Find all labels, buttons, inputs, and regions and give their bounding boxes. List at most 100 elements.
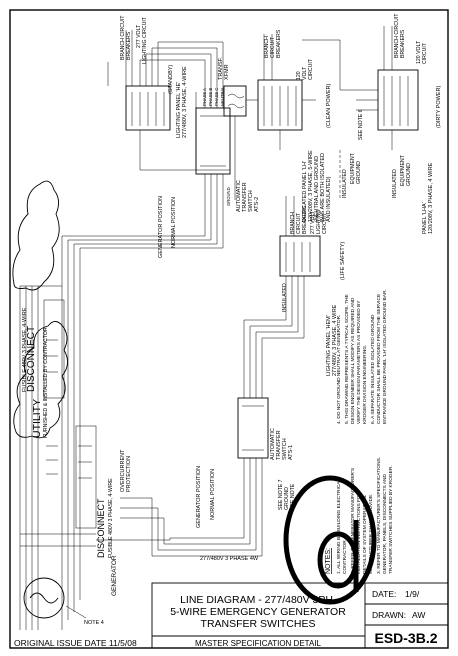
transformer-box	[223, 85, 247, 117]
disconnect-bottom-label: DISCONNECT	[96, 498, 106, 558]
panel-clean-rating-3: BUS ARE BOTH ISOLATED	[320, 153, 326, 222]
panel-dirty-equip-2: GROUND	[406, 163, 412, 186]
utility-sub: FURNISHED & INSTALLED BY CONTRACTOR	[43, 327, 49, 438]
sheet-number: ESD-3B.2	[374, 630, 437, 646]
ats-standby-title-2: TRANSFER	[242, 182, 248, 212]
panel-life-safety-breakers-1: BRANCH	[290, 212, 296, 234]
panel-dirty-circuit-1: 120 VOLT	[416, 40, 422, 64]
bus-labels: PHASE A PHASE B PHASE C NEUTRAL GROUND	[202, 86, 231, 206]
fuse-switch-symbols	[19, 254, 140, 630]
panel-dirty-tag: (DIRTY POWER)	[436, 86, 442, 128]
watermark-logo	[283, 475, 377, 605]
note-1b: CONTRACTOR.	[342, 539, 348, 574]
drawn-value: AW	[412, 610, 425, 620]
panel-dirty-breakers-2: BREAKERS	[400, 29, 406, 58]
ground-note-3: SEE NOTE	[290, 483, 296, 510]
panel-standby-rating: 277/480V, 3 PHASE, 4-WIRE	[182, 66, 188, 138]
ats-life-safety-title-3: SWITCH	[282, 438, 288, 460]
note-4: 4. DO NOT GROUND NEUTRAL AT GENERATOR.	[336, 315, 342, 424]
title-line-2: 5-WIRE EMERGENCY GENERATOR	[170, 606, 346, 618]
note-2c: DETAILS OF SYSTEM OPERATION.	[362, 495, 368, 574]
disconnect-top-box	[43, 299, 65, 399]
panel-clean-breakers-1: BRANCH	[264, 36, 270, 58]
panel-clean-rating-4: AND INSULATED)	[326, 176, 332, 222]
bus-label-ground: GROUND	[226, 187, 231, 206]
panel-standby-circuit-2: LIGHTING CIRCUIT	[142, 16, 148, 64]
note-3b: GENERATOR, PANELS, DISCONNECTS AND	[382, 474, 388, 574]
disconnect-top-group: DISCONNECT FUSIBLE 480V 3 PHASE, 4-WIRE	[12, 180, 65, 399]
bus-label-neutral: NEUTRAL	[220, 86, 225, 106]
ats-standby-title-3: SWITCH	[248, 190, 254, 212]
panel-dirty-breakers-1: BRANCH CIRCUIT	[394, 13, 400, 58]
panel-clean-circuit-3: CIRCUIT	[308, 58, 314, 80]
panel-standby: LIGHTING PANEL 'HE' 277/480V, 3 PHASE, 4…	[107, 15, 188, 138]
note-6c: ENTRANCE GROUND PANEL 'LH' ISOLATED GROU…	[382, 289, 388, 424]
transformer: TRANSF. XFMR	[218, 57, 258, 200]
panel-clean-circuit-2: VOLT	[302, 66, 308, 80]
disconnect-top-label: DISCONNECT	[26, 326, 37, 392]
date-label: DATE:	[372, 589, 396, 599]
ats-life-safety-normal: NORMAL POSITION	[210, 469, 216, 520]
panel-standby-title: LIGHTING PANEL 'HE'	[176, 82, 182, 138]
note-6a: 6. A SEPARATE INSULATED ISOLATED GROUND	[370, 314, 376, 424]
ats-life-safety-title-4: ATS-1	[288, 445, 294, 460]
title-line-3: TRANSFER SWITCHES	[201, 618, 316, 630]
panel-clean-rating-1: 120/208V, 3 PHASE, 5-WIRE	[308, 150, 314, 222]
disconnect-top-rating: FUSIBLE 480V 3 PHASE, 4-WIRE	[22, 307, 28, 392]
generator-symbol	[23, 577, 65, 619]
note-2b: INSTALLATION INSTRUCTIONS FOR	[356, 491, 362, 574]
utility-label: UTILITY	[31, 399, 43, 438]
panel-clean-equip-1: EQUIPMENT	[350, 152, 356, 184]
utility-service: UTILITY FURNISHED & INSTALLED BY CONTRAC…	[13, 321, 68, 439]
note-2a: 2. REFER TO GENERATOR MANUFACTURER'S	[350, 468, 356, 574]
bus-label-phase-b: PHASE B	[208, 88, 213, 106]
generator-label: GENERATOR	[111, 555, 118, 596]
panel-standby-tag: (STANDBY)	[168, 65, 174, 94]
panel-dirty-title: PANEL 'LHA'	[422, 202, 428, 234]
disconnect-bottom-group: DISCONNECT FUSIBLE 480V 3 PHASE, 4-WIRE	[75, 425, 114, 558]
panel-dirty: PANEL 'LHA' 120/208V, 3 PHASE, 4 WIRE BR…	[302, 13, 442, 234]
panel-dirty-circuit-2: CIRCUIT	[422, 42, 428, 64]
panel-standby-breakers-2: BREAKERS	[126, 31, 132, 60]
note-5d: KROGER DIVISION ENGINEERING.	[362, 345, 368, 424]
note-5c: VERIFY THE DESIGN PARAMETERS AS PROVIDED…	[356, 300, 362, 424]
panel-life-safety-tag: (LIFE SAFETY)	[340, 242, 346, 280]
bus-label-phase-c: PHASE C	[214, 88, 219, 106]
transformer-label-1: TRANSF.	[218, 57, 224, 80]
panel-clean-breakers-3: BREAKERS	[276, 29, 282, 58]
panel-life-safety-circuit-2: LIGHTING	[316, 210, 322, 235]
ats-standby-title-4: ATS-2	[254, 197, 260, 212]
service-rating-label: 277/480V 3 PHASE 4W	[200, 556, 259, 562]
note-6b: CONDUCTOR SHALL BE PROVIDED FROM THE SER…	[376, 294, 382, 424]
ats-life-safety: AUTOMATIC TRANSFER SWITCH ATS-1 NORMAL P…	[196, 397, 294, 528]
ground-note-1: SEE NOTE 7	[278, 479, 284, 510]
ats-standby-generator: GENERATOR POSITION	[158, 196, 164, 258]
panel-clean: DEDICATED PANEL 'LH' 120/208V, 3 PHASE, …	[257, 29, 364, 222]
panel-life-safety-insulated: INSULATED	[282, 283, 288, 312]
panel-clean-insulated: INSULATED	[342, 169, 348, 198]
ats-life-safety-title-1: AUTOMATIC	[270, 428, 276, 460]
ats-standby: AUTOMATIC TRANSFER SWITCH ATS-2 NORMAL P…	[158, 107, 260, 258]
panel-life-safety-breakers-3: BREAKERS	[302, 205, 308, 234]
note-3a: 3. REFER TO MANUFACTURER'S SPECIFICATION…	[376, 457, 382, 574]
panel-life-safety: LIGHTING PANEL 'HEM' 277/480V, 3 PHASE, …	[279, 196, 346, 376]
note-3c: TRANSFER SWITCHES SUPPLIED BY KROGER.	[388, 465, 394, 574]
transformer-label-2: XFMR	[224, 64, 230, 80]
generator-group: GENERATOR NOTE 4 OVERCURRENT PROTECTION …	[23, 449, 296, 626]
panel-life-safety-circuit-1: 277 VOLT	[310, 210, 316, 234]
panel-clean-breakers-2: CIRCUIT	[270, 36, 276, 58]
note-1a: 1. ALL WIRING BY BUILDING ELECTRICAL	[336, 479, 342, 574]
disconnect-bottom-box	[75, 425, 97, 529]
panel-standby-circuit-1: 277 VOLT	[136, 24, 142, 48]
note-5a: 5. THIS DRAWING REPRESENTS A TYPICAL SCO…	[344, 294, 350, 424]
panel-life-safety-box	[279, 235, 321, 277]
panel-dirty-insulated: INSULATED	[392, 169, 398, 198]
notes-block: NOTES: 1. ALL WIRING BY BUILDING ELECTRI…	[325, 289, 394, 574]
ats-standby-normal: NORMAL POSITION	[171, 197, 177, 248]
ats-life-safety-title-2: TRANSFER	[276, 430, 282, 460]
panel-life-safety-rating: 277/480V, 3 PHASE, 4 WIRE	[332, 304, 338, 376]
panel-life-safety-circuit-3: CIRCUIT	[322, 212, 328, 234]
panel-dirty-equip-1: EQUIPMENT	[400, 154, 406, 186]
panel-clean-see-note: SEE NOTE 6	[358, 109, 364, 140]
